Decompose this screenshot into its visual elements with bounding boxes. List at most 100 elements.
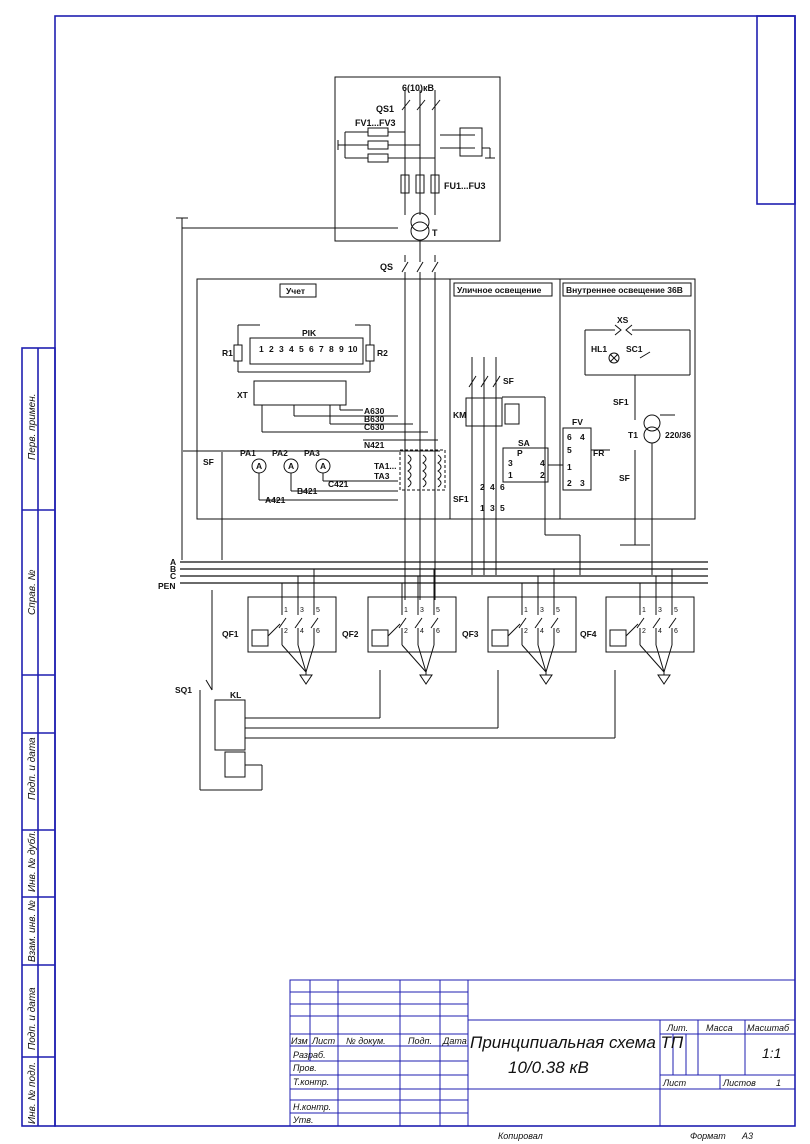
pole-bottom-number: 6 bbox=[674, 628, 678, 635]
tb-header-docnum: № докум. bbox=[346, 1036, 386, 1046]
tb-sheet: Лист bbox=[662, 1078, 687, 1088]
trip-coil bbox=[251, 629, 269, 647]
cable-end-triangle bbox=[419, 674, 433, 685]
stamp-podp-data-1: Подп. и дата bbox=[27, 737, 38, 800]
xs-label: XS bbox=[617, 315, 629, 325]
ammeter-label: PA2 bbox=[272, 448, 288, 458]
hv-section bbox=[176, 76, 501, 600]
sa-term: 4 bbox=[540, 458, 545, 468]
ammeter-label: PA1 bbox=[240, 448, 256, 458]
tb-role-nkontr: Н.контр. bbox=[293, 1102, 331, 1112]
pole-top-number: 1 bbox=[284, 607, 288, 614]
street-sf: SF bbox=[503, 376, 514, 386]
trip-coil bbox=[609, 629, 627, 647]
km-out: 2 bbox=[480, 482, 485, 492]
breaker-box bbox=[247, 596, 337, 653]
indoor-labels: XS HL1 SC1 SF1 T1 220/36 SF bbox=[591, 315, 691, 483]
metering-block bbox=[183, 324, 446, 560]
pole-bottom-number: 6 bbox=[316, 628, 320, 635]
pole-top-number: 1 bbox=[524, 607, 528, 614]
xt-label: XT bbox=[237, 390, 249, 400]
hv-voltage-label: 6(10)кВ bbox=[402, 83, 435, 93]
breaker-box bbox=[487, 596, 577, 653]
meter-terminal: 5 bbox=[299, 344, 304, 354]
qs-label: QS bbox=[380, 262, 393, 272]
trip-coil bbox=[491, 629, 509, 647]
stamp-sprav: Справ. № bbox=[27, 569, 38, 615]
side-stamps: Перв. примен. Справ. № Подп. и дата Инв.… bbox=[26, 394, 38, 1124]
km-out: 4 bbox=[490, 482, 495, 492]
meter-terminal: 7 bbox=[319, 344, 324, 354]
pole-top-number: 3 bbox=[658, 607, 662, 614]
sf1-out: 5 bbox=[500, 503, 505, 513]
meter-terminal: 10 bbox=[348, 344, 358, 354]
bus-bars bbox=[180, 561, 708, 584]
pole-bottom-number: 4 bbox=[420, 628, 424, 635]
fv-street-label: FV bbox=[572, 417, 583, 427]
pole-bottom-number: 4 bbox=[658, 628, 662, 635]
title-block bbox=[289, 979, 796, 1127]
sf1-street-label: SF1 bbox=[453, 494, 469, 504]
t1-label: T1 bbox=[628, 430, 638, 440]
bus-b: B bbox=[170, 564, 176, 574]
pole-top-number: 1 bbox=[642, 607, 646, 614]
panel-titles: Учет Уличное освещение Внутреннее освеще… bbox=[286, 285, 683, 296]
sc1-label: SC1 bbox=[626, 344, 643, 354]
pole-top-number: 3 bbox=[300, 607, 304, 614]
sf1-out: 3 bbox=[490, 503, 495, 513]
title-block-text: Изм Лист № докум. Подп. Дата Разраб. Про… bbox=[291, 1023, 790, 1141]
feeder-label: QF3 bbox=[462, 629, 479, 639]
pole-bottom-number: 2 bbox=[642, 628, 646, 635]
tb-sheets-value: 1 bbox=[776, 1078, 781, 1088]
wire-b421: B421 bbox=[297, 486, 318, 496]
pole-top-number: 5 bbox=[316, 607, 320, 614]
stamp-perv-primen: Перв. примен. bbox=[27, 394, 38, 460]
wire-a421: A421 bbox=[265, 495, 286, 505]
pole-bottom-number: 2 bbox=[284, 628, 288, 635]
meter-terminal: 1 bbox=[259, 344, 264, 354]
meter-label: PIK bbox=[302, 328, 317, 338]
pole-bottom-number: 6 bbox=[556, 628, 560, 635]
control-labels: SQ1 KL bbox=[175, 685, 241, 700]
street-labels: SF KM SA P 3 1 4 2 FV 6 4 5 1 2 3 FR SF1… bbox=[453, 376, 604, 513]
ammeter-symbol: A bbox=[256, 461, 262, 471]
meter-terminal: 8 bbox=[329, 344, 334, 354]
street-title: Уличное освещение bbox=[457, 285, 542, 295]
hl1-label: HL1 bbox=[591, 344, 607, 354]
wire-label: N421 bbox=[364, 440, 385, 450]
r1-label: R1 bbox=[222, 348, 233, 358]
fv-term: 6 bbox=[567, 432, 572, 442]
sf-meter-label: SF bbox=[203, 457, 214, 467]
drawing-title-line2: 10/0.38 кВ bbox=[508, 1058, 589, 1077]
indoor-lighting bbox=[584, 324, 691, 575]
tb-mass: Масса bbox=[706, 1023, 733, 1033]
control-circuit bbox=[199, 590, 616, 791]
meter-terminal: 4 bbox=[289, 344, 294, 354]
wire-c421: C421 bbox=[328, 479, 349, 489]
bus-a: A bbox=[170, 557, 176, 567]
sa-label: SA bbox=[518, 438, 530, 448]
tb-sheets: Листов bbox=[722, 1078, 756, 1088]
stamp-vzam-inv: Взам. инв. № bbox=[27, 900, 38, 962]
ammeter-symbol: A bbox=[320, 461, 326, 471]
tb-scale-value: 1:1 bbox=[762, 1045, 781, 1061]
tb-copied: Копировал bbox=[498, 1131, 543, 1141]
tb-lit: Лит. bbox=[666, 1023, 688, 1033]
pole-bottom-number: 2 bbox=[404, 628, 408, 635]
pole-bottom-number: 4 bbox=[540, 628, 544, 635]
sf1-out: 1 bbox=[480, 503, 485, 513]
pole-bottom-number: 6 bbox=[436, 628, 440, 635]
metering-title: Учет bbox=[286, 286, 305, 296]
breaker-box bbox=[605, 596, 695, 653]
tb-header-list: Лист bbox=[311, 1036, 336, 1046]
pole-bottom-number: 4 bbox=[300, 628, 304, 635]
pole-top-number: 3 bbox=[420, 607, 424, 614]
fv-term: 4 bbox=[580, 432, 585, 442]
wire-label: B630 bbox=[364, 414, 385, 424]
fv-term: 3 bbox=[580, 478, 585, 488]
sa-p-label: P bbox=[517, 448, 523, 458]
